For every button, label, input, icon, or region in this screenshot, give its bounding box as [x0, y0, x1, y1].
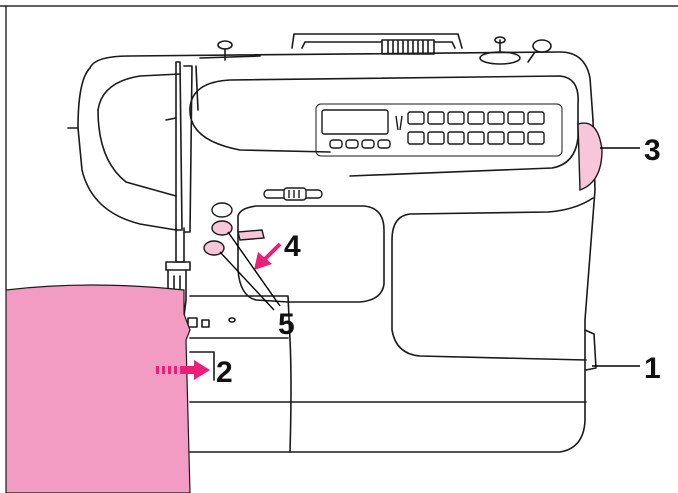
handwheel [578, 123, 602, 190]
thread-guide [176, 62, 192, 232]
fabric [6, 285, 190, 493]
speed-slider [264, 188, 322, 200]
callout-2: 2 [216, 356, 233, 389]
lever-press-arrow [254, 244, 280, 270]
front-panel-outline [190, 76, 578, 176]
operation-buttons [204, 203, 264, 255]
lower-side-tab [585, 330, 596, 370]
thread-spool-icon [382, 40, 434, 54]
spool-pin-icon [200, 41, 260, 60]
carrying-handle [292, 34, 462, 48]
pattern-keys [408, 112, 544, 144]
bobbin-winder-icon [480, 37, 551, 64]
button-top [212, 203, 232, 217]
machine-head [78, 68, 176, 230]
callout-1: 1 [644, 352, 661, 385]
needle-plate [188, 318, 235, 327]
callout-4: 4 [284, 230, 301, 263]
lever [238, 230, 264, 240]
slider-mark [396, 116, 402, 130]
selection-keys [330, 140, 390, 148]
lcd-display [322, 110, 388, 134]
control-panel [316, 104, 562, 156]
callout-3: 3 [644, 134, 661, 167]
callout-5: 5 [278, 308, 295, 341]
